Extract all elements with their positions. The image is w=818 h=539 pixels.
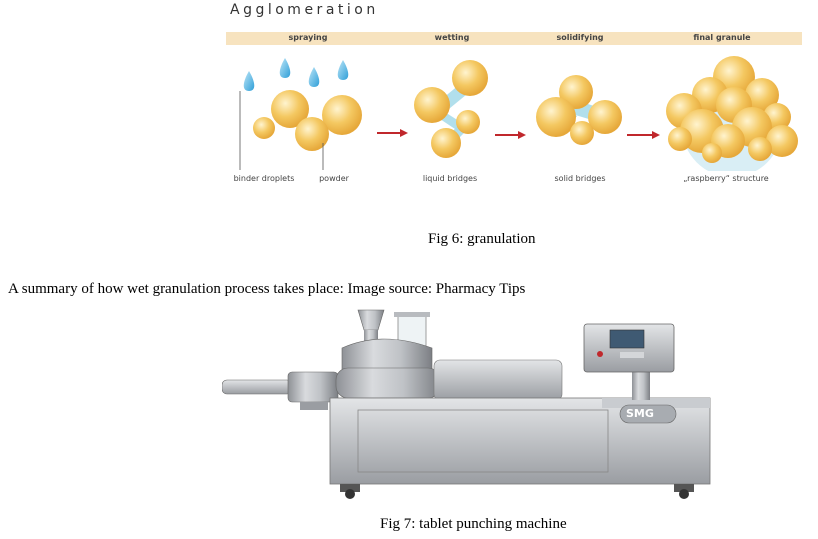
agglomeration-figure: Agglomeration spraying wetting solidifyi… [222, 0, 806, 200]
droplet-icon [308, 67, 320, 87]
arrow-icon [627, 131, 660, 139]
stage-wetting: wetting [434, 33, 470, 42]
droplet-icon [337, 60, 349, 80]
binder-droplets [243, 58, 349, 91]
brand-logo: SMG [626, 407, 654, 420]
arrow-icon [377, 129, 408, 137]
label-binder-droplets: binder droplets [233, 174, 295, 183]
machine-illustration [221, 309, 711, 499]
solidifying-cluster [536, 75, 622, 145]
fig6-caption: Fig 6: granulation [428, 231, 536, 247]
figure-heading: Agglomeration [230, 2, 379, 18]
stage-bar: spraying wetting solidifying final granu… [226, 32, 802, 45]
wetting-cluster [414, 60, 488, 158]
label-solid-bridges: solid bridges [554, 174, 606, 183]
granulation-diagram [239, 56, 798, 171]
stage-spraying: spraying [288, 33, 328, 42]
powder-particles [253, 90, 362, 151]
stage-solidifying: solidifying [556, 33, 604, 42]
summary-text: A summary of how wet granulation process… [8, 281, 526, 297]
granulator-machine-figure: SMG [221, 308, 720, 500]
label-raspberry-structure: „raspberry“ structure [683, 174, 769, 183]
arrow-icon [495, 131, 526, 139]
label-powder: powder [319, 174, 349, 183]
label-liquid-bridges: liquid bridges [422, 174, 478, 183]
droplet-icon [279, 58, 291, 78]
droplet-icon [243, 71, 255, 91]
fig7-caption: Fig 7: tablet punching machine [380, 516, 567, 532]
stage-final-granule: final granule [693, 33, 751, 42]
raspberry-cluster [666, 56, 798, 171]
